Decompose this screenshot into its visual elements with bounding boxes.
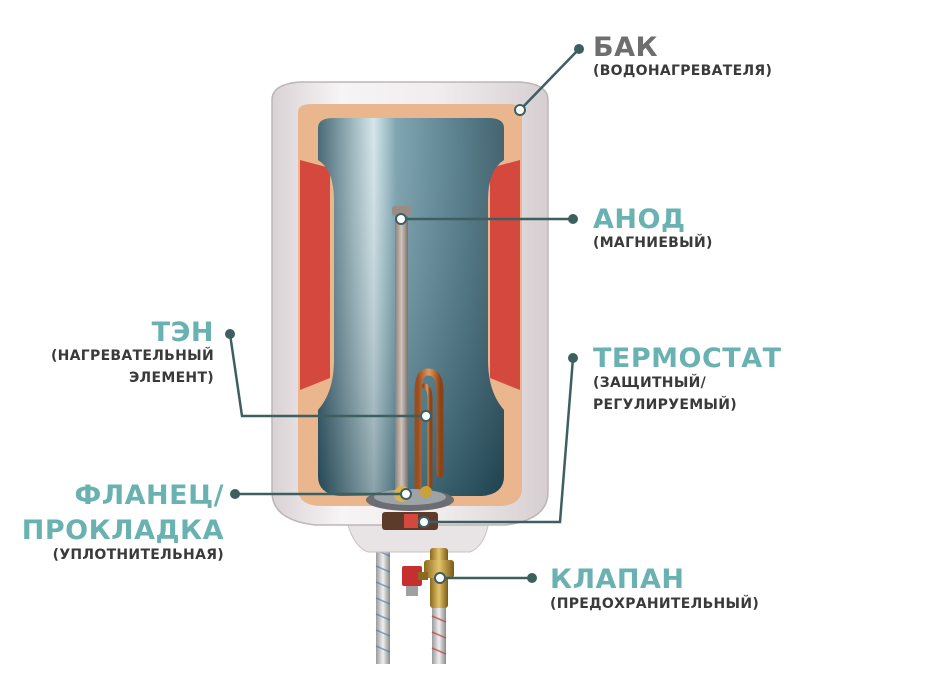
flange-title-line1: ФЛАНЕЦ/ (74, 480, 224, 511)
leader-heater (228, 333, 426, 418)
valve-subtitle: (ПРЕДОХРАНИТЕЛЬНЫЙ) (550, 596, 760, 612)
thermostat-title: ТЕРМОСТАТ (593, 343, 782, 374)
leader-dots (225, 44, 584, 583)
dot-thermostat (568, 353, 578, 363)
dot-tank (574, 44, 584, 54)
hose-left (376, 540, 390, 664)
flange-title-line2: ПРОКЛАДКА (21, 515, 224, 546)
heater-band-right (490, 160, 520, 390)
valve-title: КЛАПАН (550, 564, 685, 595)
dot-heater (225, 329, 235, 339)
anode-rod (392, 206, 411, 490)
flange-subtitle: (УПЛОТНИТЕЛЬНАЯ) (52, 547, 224, 563)
heater-subtitle-line2: ЭЛЕМЕНТ) (128, 370, 214, 386)
dot-flange (230, 489, 240, 499)
anode-subtitle: (МАГНИЕВЫЙ) (593, 235, 713, 251)
heater-subtitle-line1: (НАГРЕВАТЕЛЬНЫЙ (50, 348, 214, 364)
leader-tank (519, 48, 580, 111)
tank-title: БАК (593, 32, 659, 63)
dot-anode (568, 214, 578, 224)
thermostat-subtitle-line2: РЕГУЛИРУЕМЫЙ) (593, 397, 737, 413)
dot-valve (527, 573, 537, 583)
heating-element (414, 309, 444, 490)
thermostat-subtitle-line1: (ЗАЩИТНЫЙ/ (593, 375, 707, 391)
anode-title: АНОД (593, 204, 686, 235)
heater-title: ТЭН (151, 317, 214, 348)
leader-thermostat (424, 357, 575, 524)
tank-subtitle: (ВОДОНАГРЕВАТЕЛЯ) (593, 63, 773, 79)
heater-band-left (300, 160, 330, 390)
leader-lines (228, 48, 580, 580)
